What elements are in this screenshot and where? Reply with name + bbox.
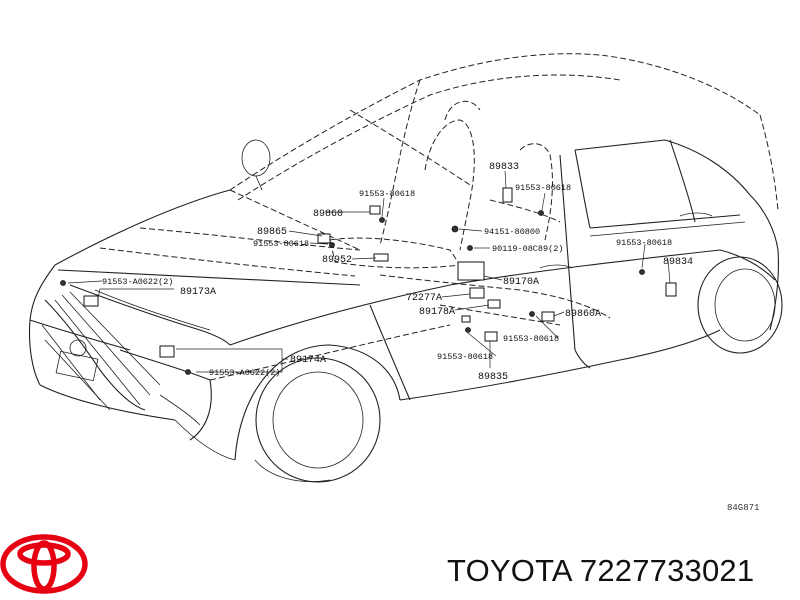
label-89835: 89835 bbox=[478, 372, 508, 383]
label-72277a: 72277A bbox=[406, 293, 442, 304]
label-89952: 89952 bbox=[322, 255, 352, 266]
label-91553-80618: 91553-80618 bbox=[503, 334, 559, 344]
bolt-91553-80618-a bbox=[379, 217, 385, 223]
bolt-91553-80618-c bbox=[329, 242, 335, 248]
parts bbox=[60, 187, 677, 375]
brand-caption: TOYOTA 7227733021 bbox=[447, 553, 755, 588]
car-body-outline bbox=[28, 53, 783, 483]
diagram-reference-code: 84G871 bbox=[727, 503, 759, 513]
label-91553-80618: 91553-80618 bbox=[359, 189, 415, 199]
bolt-91553-80618-b bbox=[538, 210, 544, 216]
label-89174a: 89174A bbox=[290, 355, 326, 366]
part-89834 bbox=[665, 282, 677, 297]
part-89835 bbox=[484, 331, 498, 342]
part-89173a bbox=[83, 295, 99, 307]
label-89173a: 89173A bbox=[180, 287, 216, 298]
bolt-91553-a0622-a bbox=[60, 280, 66, 286]
label-91553-80618: 91553-80618 bbox=[253, 239, 309, 249]
label-89860: 89860 bbox=[313, 209, 343, 220]
part-89833 bbox=[502, 187, 513, 203]
label-89860a: 89860A bbox=[565, 309, 601, 320]
part-labels: 89833 91553-80618 91553-80618 89860 8986… bbox=[102, 162, 693, 383]
bolt-91553-80618-d bbox=[639, 269, 645, 275]
bolt-91553-80618-f bbox=[465, 327, 471, 333]
label-89170a: 89170A bbox=[503, 277, 539, 288]
part-89860a bbox=[541, 311, 555, 322]
label-91553-80618: 91553-80618 bbox=[616, 238, 672, 248]
part-89174a bbox=[159, 345, 175, 358]
part-72277a bbox=[469, 287, 485, 299]
bolt-94151-80800 bbox=[451, 225, 459, 233]
leader-lines bbox=[67, 170, 671, 373]
bolt-91553-a0622-b bbox=[185, 369, 191, 375]
label-89834: 89834 bbox=[663, 257, 693, 268]
label-89833: 89833 bbox=[489, 162, 519, 173]
label-91553-a0622: 91553-A0622(2) bbox=[102, 277, 173, 287]
bolt-90119-08c89 bbox=[467, 245, 473, 251]
part-89865 bbox=[317, 233, 331, 244]
part-89178a bbox=[461, 315, 471, 323]
label-89178a: 89178A bbox=[419, 307, 455, 318]
label-91553-80618: 91553-80618 bbox=[437, 352, 493, 362]
bolt-91553-80618-e bbox=[529, 311, 535, 317]
toyota-logo-icon bbox=[0, 534, 88, 594]
label-94151-80800: 94151-80800 bbox=[484, 227, 540, 237]
part-89952 bbox=[373, 253, 389, 262]
part-89860 bbox=[369, 205, 381, 215]
part-89178a-bracket bbox=[487, 299, 501, 309]
part-89170a bbox=[457, 261, 485, 281]
label-89865: 89865 bbox=[257, 227, 287, 238]
label-90119-08c89: 90119-08C89(2) bbox=[492, 244, 563, 254]
label-91553-80618: 91553-80618 bbox=[515, 183, 571, 193]
label-91553-a0622: 91553-A0622(2) bbox=[209, 368, 280, 378]
